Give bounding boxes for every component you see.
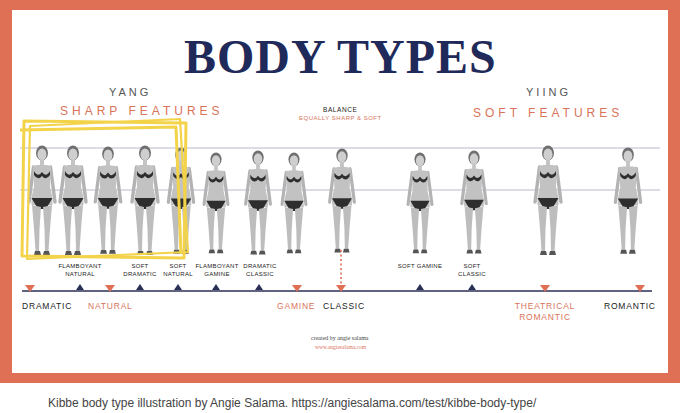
sub-type-label: FLAMBOYANT GAMINE [194,263,240,279]
credit-url: www.angiesalama.com [315,344,366,351]
body-figure [330,148,355,252]
scale-heading: YANG [109,86,151,99]
balance-note: EQUALLY SHARP & SOFT [299,115,382,122]
sub-type-label: SOFT DRAMATIC [117,263,163,279]
body-figure [132,146,158,256]
body-figure [204,152,228,253]
body-figure [282,152,306,253]
main-type-label: GAMINE [277,301,315,311]
highlight-scribble [20,119,188,259]
balance-heading: BALANCE [323,106,358,114]
scale-subheading: SOFT FEATURES [473,106,623,120]
main-type-label: NATURAL [88,301,133,311]
body-figure [408,152,432,253]
body-figure [29,146,55,256]
chart-title: BODY TYPES [184,28,497,86]
main-type-markers [25,285,645,292]
body-figure [535,146,561,256]
sub-type-markers [76,284,476,290]
scale-heading: YIING [526,86,571,99]
caption: Kibbe body type illustration by Angie Sa… [48,396,536,410]
main-type-label: DRAMATIC [22,301,72,311]
body-figure [95,146,120,253]
sub-type-label: SOFT CLASSIC [449,263,495,279]
sub-type-label: SOFT NATURAL [155,263,201,279]
main-type-label: CLASSIC [323,301,365,311]
main-type-label: THEATRICAL ROMANTIC [500,301,590,324]
sub-type-label: FLAMBOYANT NATURAL [57,263,103,279]
guide-line [20,148,660,149]
sub-type-label: SOFT GAMINE [397,263,443,271]
body-figure [60,146,86,256]
sub-type-label: DRAMATIC CLASSIC [237,263,283,279]
body-figure [615,147,640,253]
scale-subheading: SHARP FEATURES [60,104,224,118]
dotted-line [340,250,342,285]
credit-line: created by angie salama [311,335,368,342]
main-type-label: ROMANTIC [604,301,656,311]
body-figure [246,150,271,254]
body-figure [462,150,486,253]
axis-line [22,290,652,292]
